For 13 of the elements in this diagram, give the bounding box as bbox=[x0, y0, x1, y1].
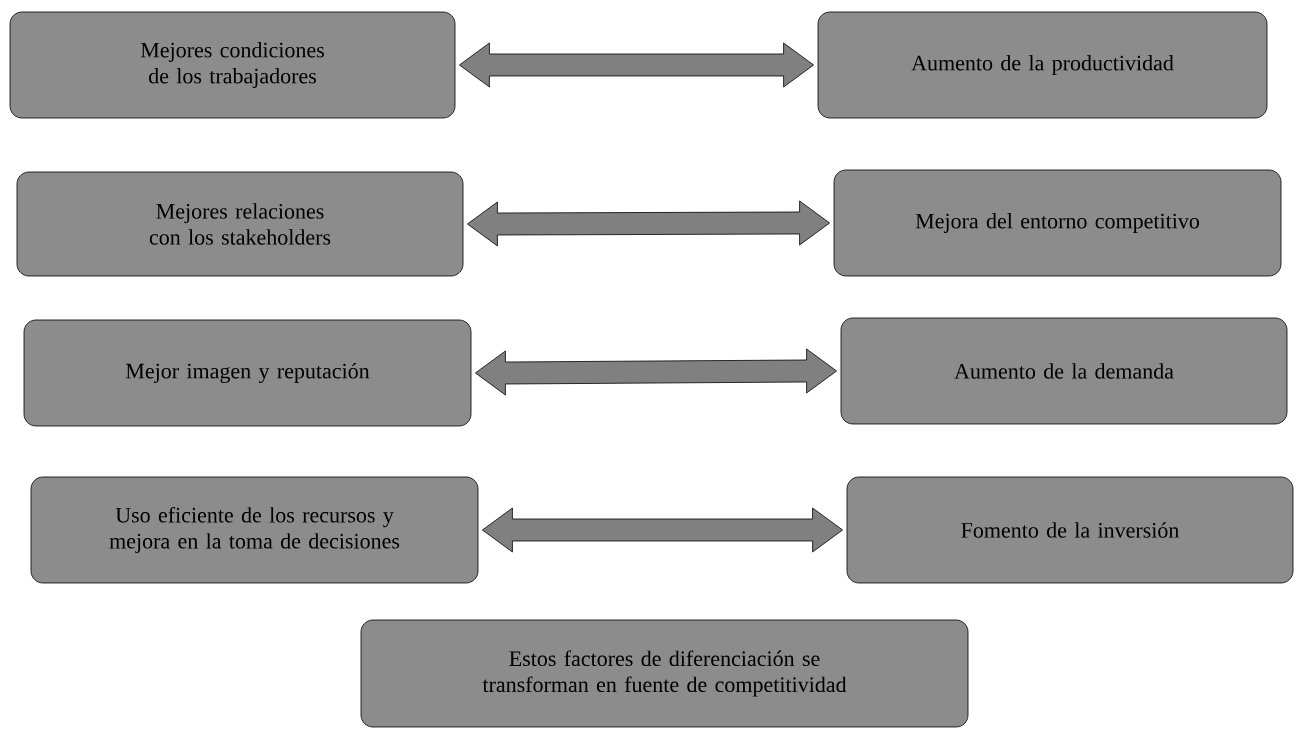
process-box: Aumento de la demanda bbox=[840, 317, 1288, 425]
double-arrow bbox=[459, 42, 814, 88]
double-arrow bbox=[467, 200, 830, 247]
double-arrow bbox=[475, 348, 837, 396]
process-box: Mejor imagen y reputación bbox=[23, 319, 472, 427]
process-box: Mejora del entorno competitivo bbox=[833, 169, 1282, 277]
process-box: Estos factores de diferenciación se transforman en fuente de competitividad bbox=[360, 619, 969, 728]
process-box: Mejores condiciones de los trabajadores bbox=[9, 11, 456, 119]
process-box: Fomento de la inversión bbox=[846, 476, 1294, 584]
process-box: Uso eficiente de los recursos y mejora en la toma de decisiones bbox=[30, 476, 479, 584]
double-arrow bbox=[482, 507, 843, 553]
process-box: Mejores relaciones con los stakeholders bbox=[16, 171, 464, 277]
process-box: Aumento de la productividad bbox=[817, 11, 1268, 119]
